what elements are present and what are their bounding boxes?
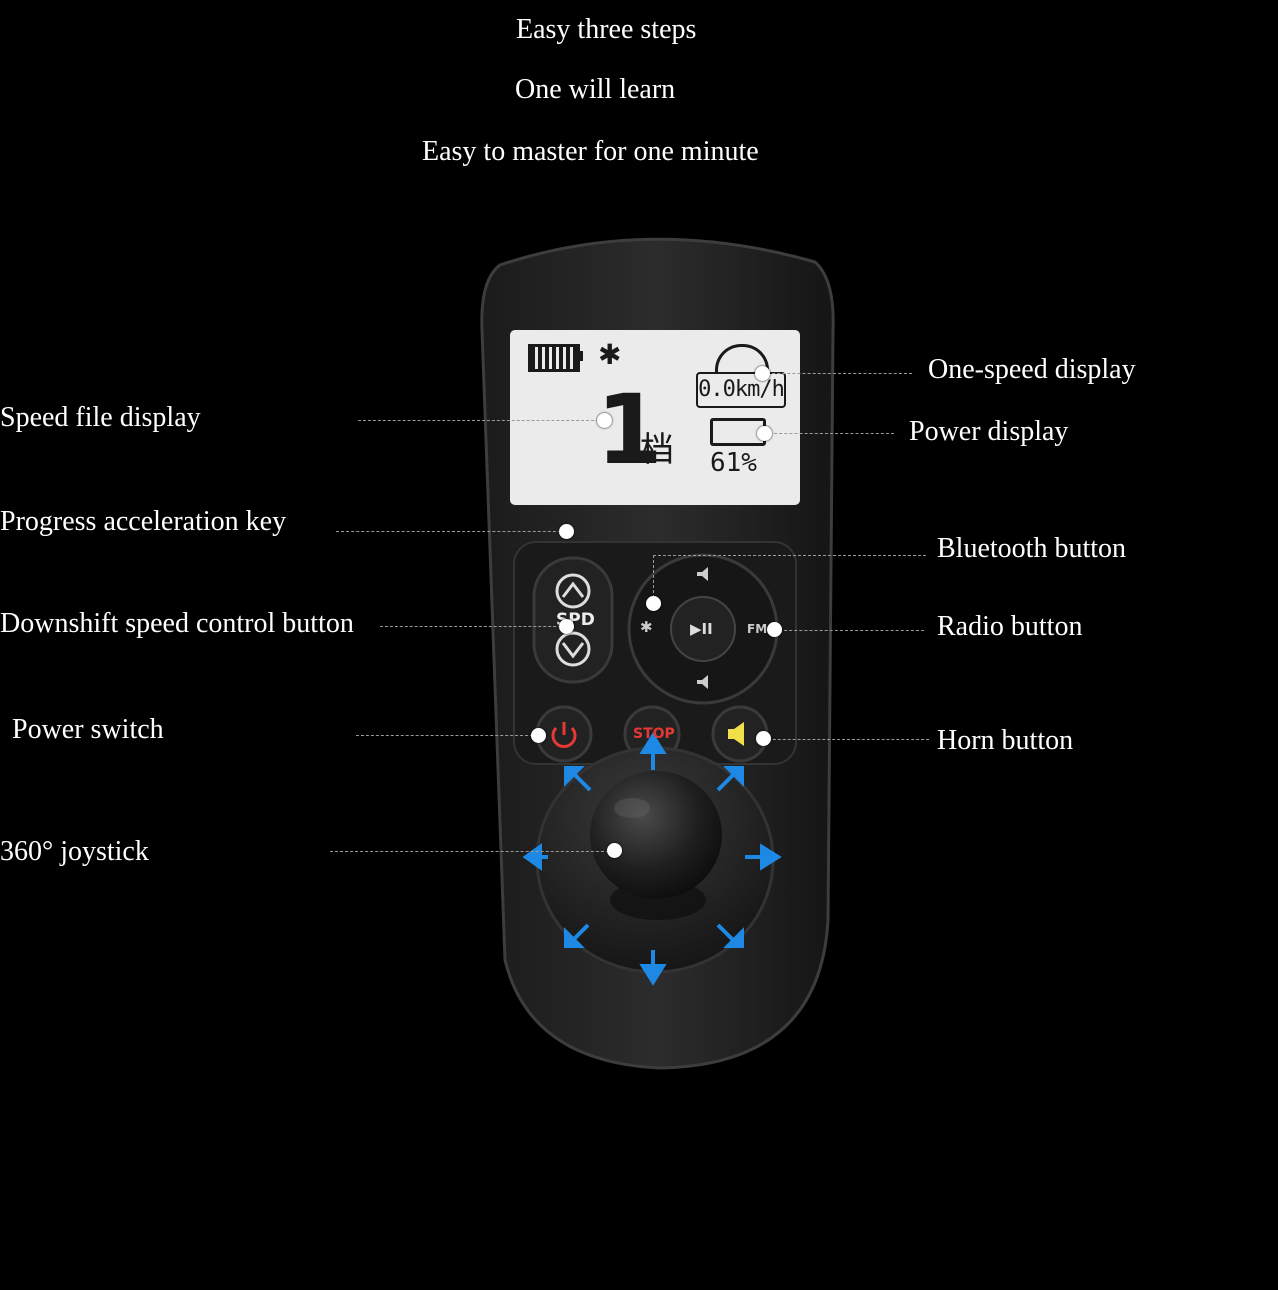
leader-power-switch (356, 735, 538, 736)
dot-bluetooth (646, 596, 661, 611)
label-bluetooth-button: Bluetooth button (937, 533, 1126, 564)
speed-readout: 0.0km/h (696, 372, 786, 408)
dot-joystick (607, 843, 622, 858)
gear-unit: 档 (640, 430, 674, 470)
play-pause-icon: ▶II (690, 620, 713, 638)
joystick-ball (590, 771, 722, 899)
leader-power (764, 433, 894, 434)
header-line-3: Easy to master for one minute (422, 136, 759, 167)
battery-icon (528, 344, 580, 372)
dot-power (757, 426, 772, 441)
label-downshift-button: Downshift speed control button (0, 608, 354, 639)
label-speed-file-display: Speed file display (0, 402, 201, 433)
gear-readout: 1 (596, 374, 663, 486)
volume-down-icon (697, 675, 708, 689)
dot-speed-file (597, 413, 612, 428)
dot-progress-accel (559, 524, 574, 539)
bluetooth-icon: ✱ (598, 338, 622, 371)
battery-tip (579, 351, 583, 361)
lcd-screen: ✱ 0.0km/h 1 档 61% (510, 330, 800, 505)
label-one-speed-display: One-speed display (928, 354, 1136, 385)
leader-speed-file (358, 420, 604, 421)
leader-bluetooth (653, 555, 926, 556)
spd-rocker (532, 556, 614, 684)
dot-horn (756, 731, 771, 746)
speed-down-icon (555, 631, 591, 667)
fm-label: FM (747, 622, 768, 636)
header-line-2: One will learn (515, 74, 676, 105)
label-horn-button: Horn button (937, 725, 1074, 756)
play-pause-button (670, 596, 736, 662)
leader-one-speed (762, 373, 912, 374)
label-joystick: 360° joystick (0, 836, 149, 867)
dot-one-speed (755, 366, 770, 381)
dot-radio (767, 622, 782, 637)
horn-icon (728, 722, 744, 746)
leader-progress-accel (336, 531, 566, 532)
leader-downshift (380, 626, 566, 627)
label-progress-acceleration-key: Progress acceleration key (0, 506, 287, 537)
leader-bluetooth-vertical (653, 555, 654, 603)
battery-percent: 61% (710, 448, 757, 478)
bluetooth-key-icon: ✱ (640, 618, 653, 636)
header-line-1: Easy three steps (516, 14, 697, 45)
volume-up-icon (697, 567, 708, 581)
dot-downshift (559, 619, 574, 634)
label-radio-button: Radio button (937, 611, 1083, 642)
power-icon (551, 726, 577, 748)
leader-horn (763, 739, 929, 740)
leader-radio (774, 630, 924, 631)
leader-joystick (330, 851, 614, 852)
speed-up-icon (555, 573, 591, 609)
label-power-display: Power display (909, 416, 1069, 447)
stop-label: STOP (633, 726, 675, 742)
label-power-switch: Power switch (12, 714, 164, 745)
dot-power-switch (531, 728, 546, 743)
direction-arrows (522, 732, 782, 986)
